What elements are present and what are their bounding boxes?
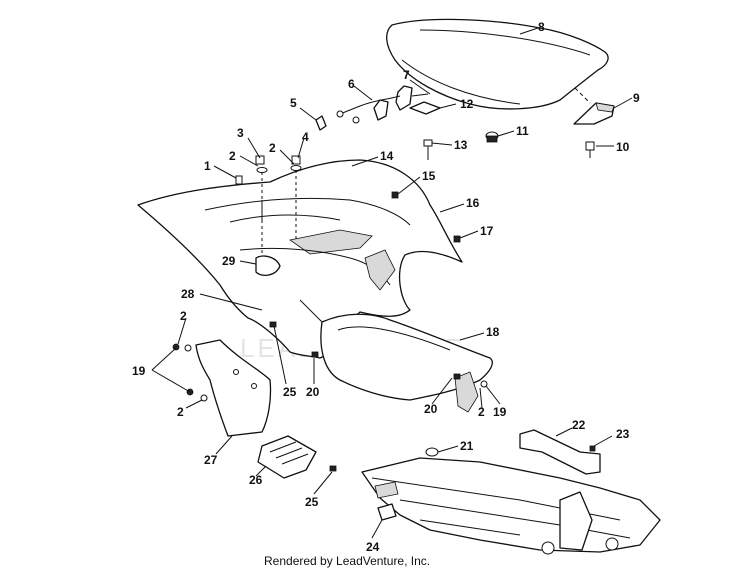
callout-5: 5 <box>290 96 297 110</box>
callout-28: 28 <box>181 287 195 301</box>
callout-25: 25 <box>283 385 297 399</box>
callout-6: 6 <box>348 77 355 91</box>
callout-27: 27 <box>204 453 218 467</box>
callout-8: 8 <box>538 20 545 34</box>
callout-19: 19 <box>493 405 507 419</box>
rear-fender-part[interactable] <box>137 159 463 359</box>
cable-6[interactable] <box>336 95 401 124</box>
pad-24[interactable] <box>377 503 397 521</box>
callout-13: 13 <box>454 138 468 152</box>
callout-7: 7 <box>403 68 410 82</box>
frame-part[interactable] <box>361 457 661 555</box>
rear-panel-18[interactable] <box>320 313 493 413</box>
bracket-22[interactable] <box>519 429 601 475</box>
callout-19: 19 <box>132 364 146 378</box>
callout-11: 11 <box>516 124 529 138</box>
callout-29: 29 <box>222 254 236 268</box>
callout-2: 2 <box>478 405 485 419</box>
callout-2: 2 <box>177 405 184 419</box>
callout-12: 12 <box>460 97 474 111</box>
hardware-misc[interactable] <box>172 155 596 472</box>
seat-bracket-part[interactable] <box>573 102 615 125</box>
callout-9: 9 <box>633 91 640 105</box>
callout-2: 2 <box>229 149 236 163</box>
mud-flap-27[interactable] <box>195 339 272 437</box>
callout-20: 20 <box>424 402 438 416</box>
bolt-13[interactable] <box>423 139 433 160</box>
callout-2: 2 <box>269 141 276 155</box>
grommet-11[interactable] <box>485 131 499 143</box>
callout-3: 3 <box>237 126 244 140</box>
callout-25: 25 <box>305 495 319 509</box>
callout-4: 4 <box>302 130 309 144</box>
callout-18: 18 <box>486 325 500 339</box>
callout-17: 17 <box>480 224 494 238</box>
callout-26: 26 <box>249 473 263 487</box>
callout-2: 2 <box>180 309 187 323</box>
callout-20: 20 <box>306 385 320 399</box>
latch-7[interactable] <box>395 85 429 111</box>
callout-15: 15 <box>422 169 436 183</box>
callout-14: 14 <box>380 149 394 163</box>
callout-10: 10 <box>616 140 630 154</box>
screw-10[interactable] <box>585 141 595 158</box>
callout-1: 1 <box>204 159 211 173</box>
callout-labels: 1 2 2 2 2 2 3 4 5 6 7 8 9 10 11 12 13 14… <box>132 20 640 554</box>
callout-16: 16 <box>466 196 480 210</box>
callout-21: 21 <box>460 439 474 453</box>
plate-12[interactable] <box>409 101 441 115</box>
callout-23: 23 <box>616 427 630 441</box>
clip-5[interactable] <box>315 115 327 131</box>
footrest-bracket-26[interactable] <box>257 435 317 479</box>
callout-22: 22 <box>572 418 586 432</box>
footer-credit: Rendered by LeadVenture, Inc. <box>264 554 430 568</box>
leader-lines <box>151 27 633 539</box>
seat-bracket-dash <box>574 87 591 104</box>
seat-part[interactable] <box>386 18 609 110</box>
callout-24: 24 <box>366 540 380 554</box>
